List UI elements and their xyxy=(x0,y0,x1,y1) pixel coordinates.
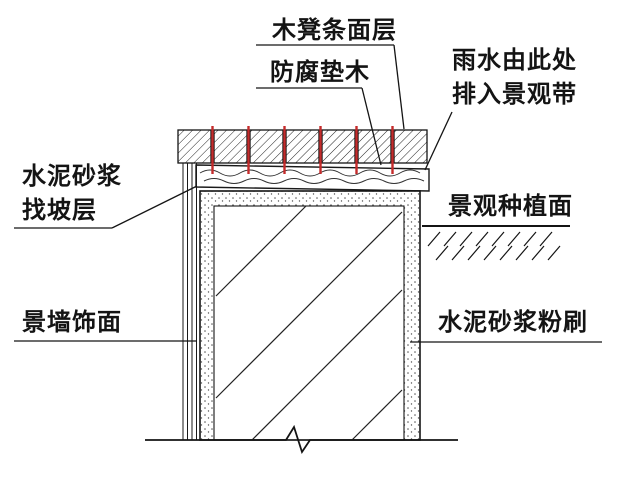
wood-bench-strips xyxy=(177,129,428,164)
wall-body xyxy=(199,190,421,441)
pad-wood-layer xyxy=(195,164,430,192)
label-slope-line2: 找坡层 xyxy=(22,196,97,224)
planting-ground-symbol xyxy=(422,225,570,261)
break-line xyxy=(145,424,458,455)
label-plaster: 水泥砂浆粉刷 xyxy=(438,308,588,336)
label-planting-surface: 景观种植面 xyxy=(448,192,573,220)
wall-diagonal-hatch xyxy=(215,205,403,441)
label-wall-finish: 景墙饰面 xyxy=(22,308,122,336)
leader-lines xyxy=(14,44,602,343)
label-rain-note-line2: 排入景观带 xyxy=(452,80,577,108)
label-rain-note-line1: 雨水由此处 xyxy=(452,46,577,74)
label-bench-surface: 木凳条面层 xyxy=(272,16,397,44)
fastener-marks xyxy=(211,126,394,174)
label-pad-wood: 防腐垫木 xyxy=(270,58,370,86)
label-slope-line1: 水泥砂浆 xyxy=(22,162,122,190)
wall-finish-layers xyxy=(182,163,197,440)
